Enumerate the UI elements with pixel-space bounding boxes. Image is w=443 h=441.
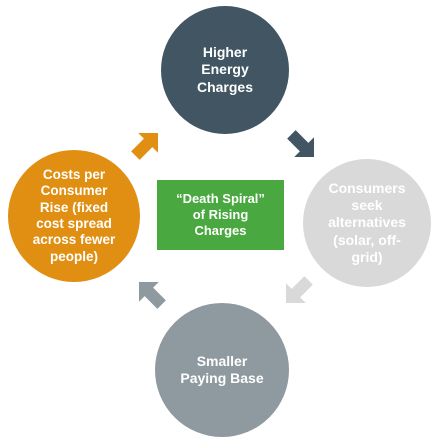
node-consumers-seek-alternatives-label: Consumers seek alternatives (solar, off-… [328, 180, 406, 265]
node-smaller-paying-base: Smaller Paying Base [155, 303, 289, 437]
node-higher-energy-charges: Higher Energy Charges [161, 6, 289, 134]
center-box-death-spiral: “Death Spiral” of Rising Charges [157, 180, 284, 250]
arrow-top-to-right-icon [287, 130, 315, 158]
arrow-bottom-to-left-icon [138, 281, 166, 309]
node-higher-energy-charges-label: Higher Energy Charges [196, 44, 254, 95]
center-box-label: “Death Spiral” of Rising Charges [176, 190, 265, 239]
arrow-left-to-top-icon [131, 132, 159, 160]
node-smaller-paying-base-label: Smaller Paying Base [180, 352, 264, 386]
arrow-right-to-bottom-icon [285, 276, 313, 304]
node-consumers-seek-alternatives: Consumers seek alternatives (solar, off-… [303, 159, 431, 287]
node-costs-per-consumer-rise: Costs per Consumer Rise (fixed cost spre… [8, 150, 140, 282]
node-costs-per-consumer-rise-label: Costs per Consumer Rise (fixed cost spre… [32, 166, 116, 264]
